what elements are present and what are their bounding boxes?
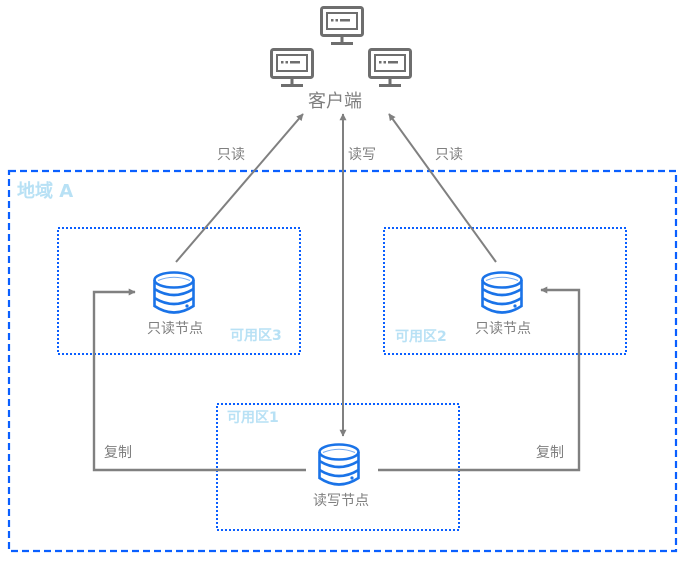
zone3-label: 可用区3 [230,328,282,344]
zone2-label: 可用区2 [395,329,447,345]
zone2-node-label: 只读节点 [475,321,531,337]
zone1-node-label: 读写节点 [313,493,369,509]
edge-readonly-zone2 [388,113,497,263]
edge-readonly-zone3 [175,113,304,263]
edge-label-readonly-right: 只读 [435,147,463,163]
edge-label-replicate-right: 复制 [536,445,564,461]
monitor-icon [368,48,412,89]
edge-replicate-zone2 [378,286,581,472]
monitor-icon [270,48,314,89]
zone2-boundary [383,227,627,355]
database-icon [153,271,195,314]
edge-replicate-zone3 [92,288,306,472]
zone1-boundary [216,403,460,531]
edge-label-readonly-left: 只读 [217,147,245,163]
database-icon [481,271,523,314]
client-label: 客户端 [308,91,362,112]
region-label: 地域 A [17,181,74,202]
zone3-node-label: 只读节点 [147,321,203,337]
edge-label-readwrite: 读写 [348,147,376,163]
edge-label-replicate-left: 复制 [104,445,132,461]
zone3-boundary [57,227,301,355]
monitor-icon [320,6,364,47]
database-icon [318,443,360,486]
zone1-label: 可用区1 [227,410,279,426]
